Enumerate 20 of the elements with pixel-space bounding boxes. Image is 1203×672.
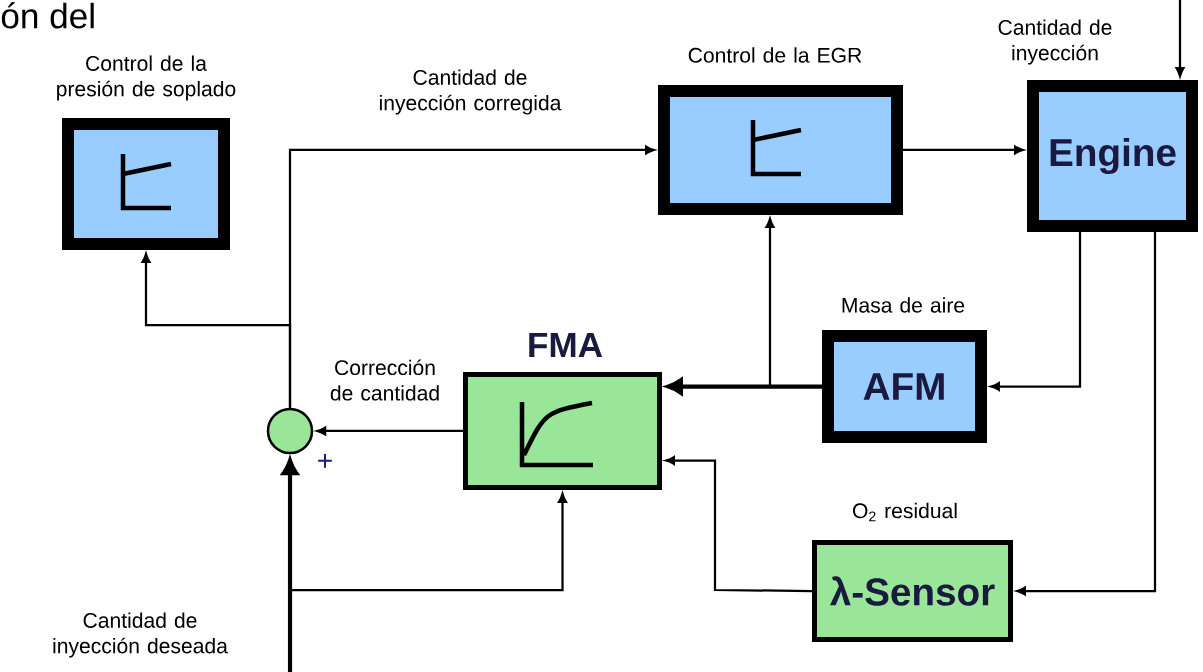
block-heading: O$_{2}$ residual — [853, 502, 957, 522]
edge-label: Cantidad de inyección — [998, 19, 1112, 65]
block-box: AFM — [822, 330, 987, 443]
block-heading: Masa de aire — [842, 297, 965, 313]
summing-junction — [266, 407, 314, 455]
title-fragment: ón del — [1, 2, 94, 29]
edge-label: Corrección de cantidad — [330, 359, 439, 401]
arrow — [141, 253, 292, 408]
block-heading: Control de la presión de soplado — [57, 55, 236, 101]
arrow — [765, 218, 822, 388]
arrow — [316, 426, 463, 436]
edge-label: Cantidad de inyección corregida — [380, 69, 562, 115]
block-box: Engine — [1027, 80, 1198, 232]
block-heading: FMA — [529, 332, 603, 358]
plus-sign: + — [318, 453, 332, 468]
block-box: λ-Sensor — [812, 540, 1013, 642]
arrow — [1175, 0, 1185, 77]
block-heading: Control de la EGR — [688, 47, 862, 63]
arrow — [903, 145, 1024, 155]
edge-label: Cantidad de inyección deseada — [53, 612, 228, 658]
